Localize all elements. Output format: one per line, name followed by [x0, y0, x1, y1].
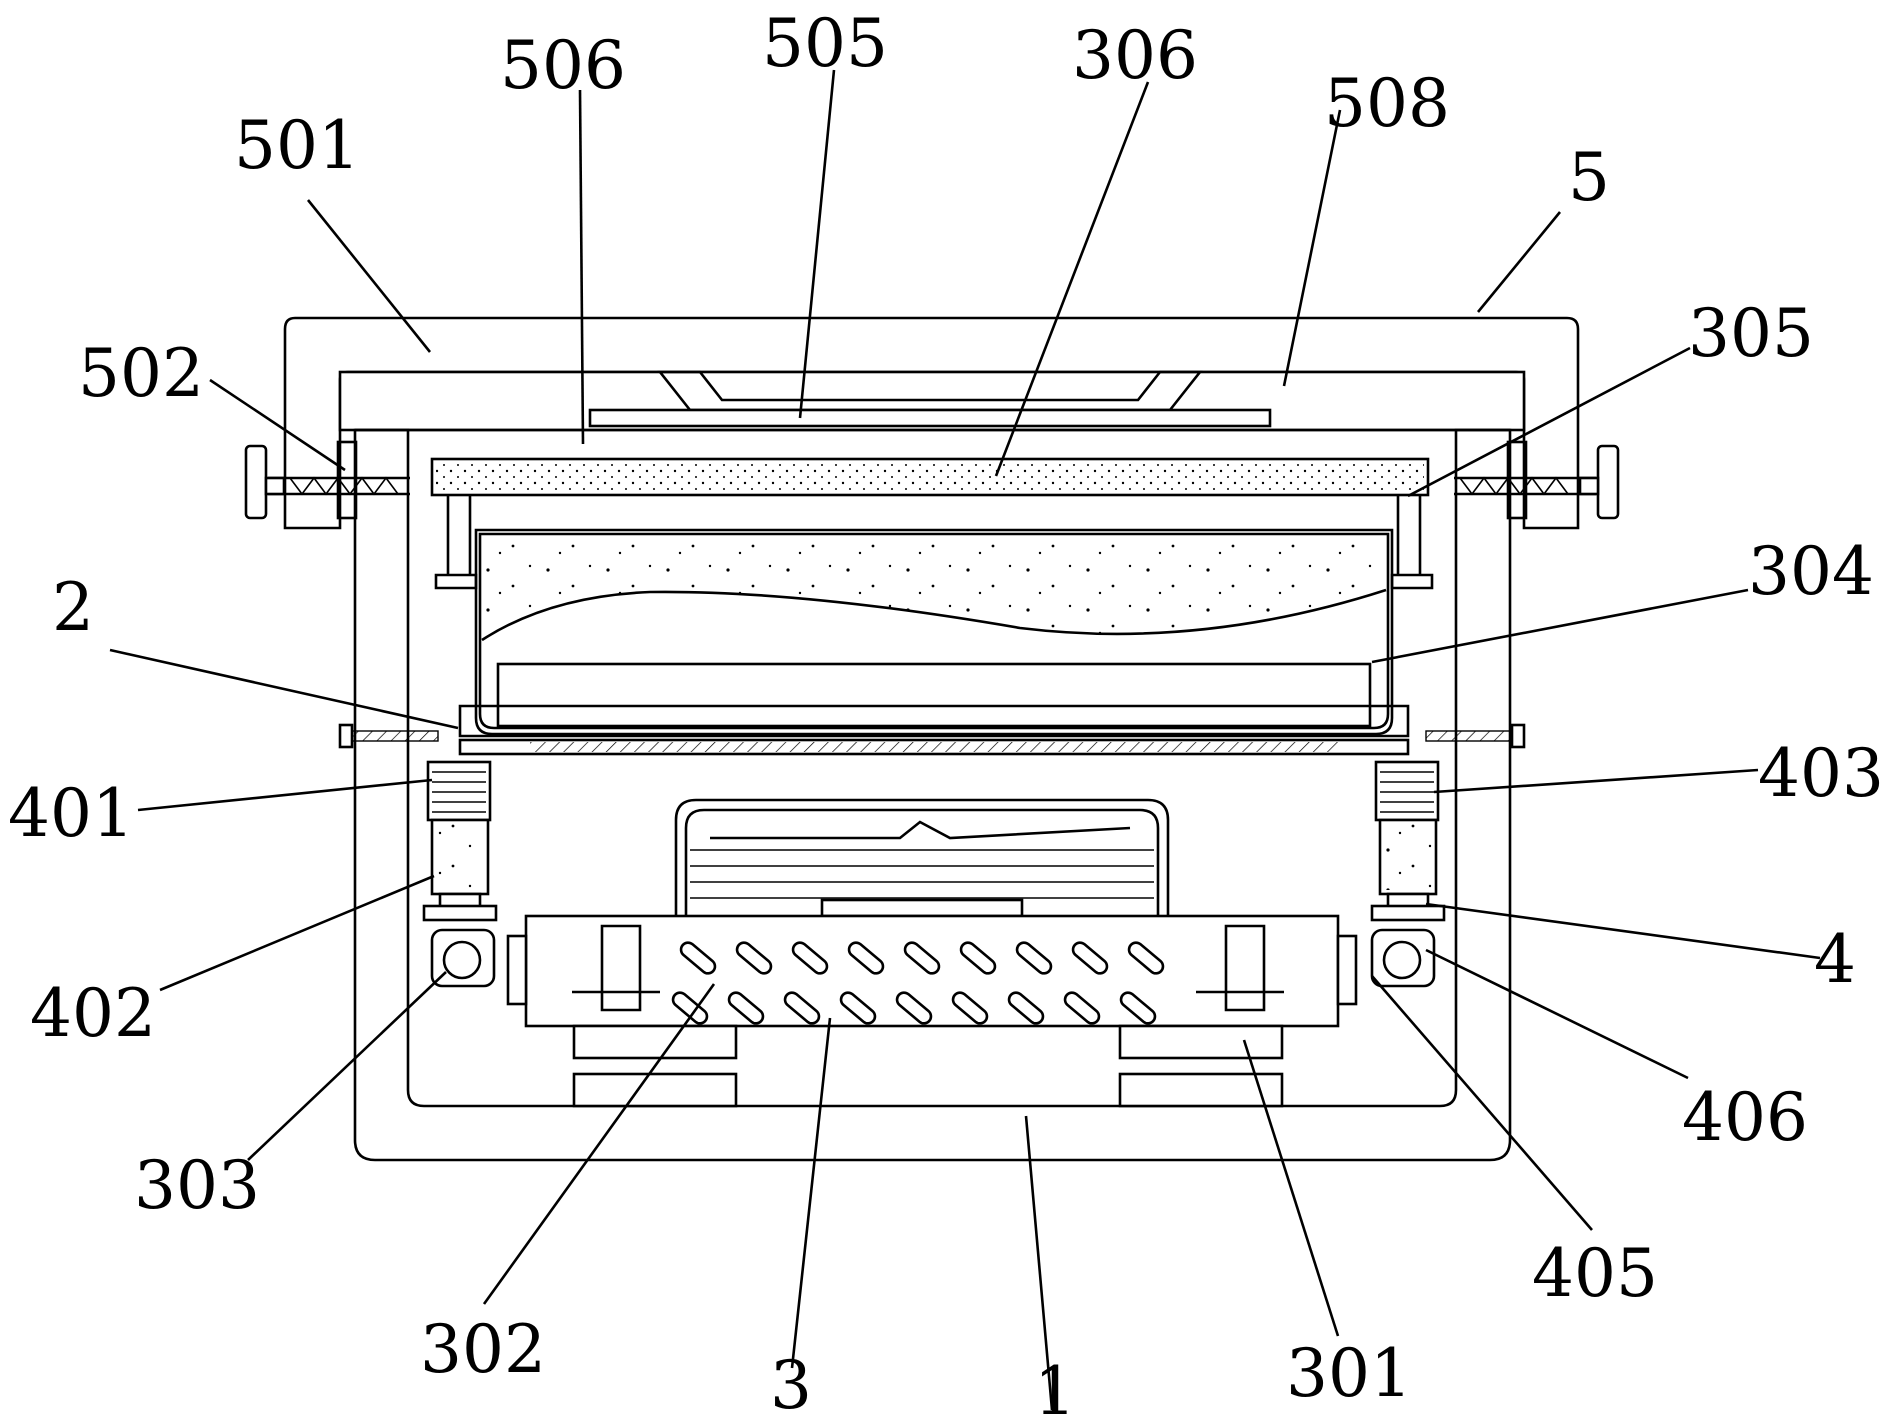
label-5: 5 — [1568, 139, 1610, 216]
label-305: 305 — [1688, 295, 1814, 372]
label-303: 303 — [134, 1147, 260, 1224]
reference-labels: 506 505 306 508 501 5 502 305 304 2 401 … — [8, 5, 1884, 1422]
label-1: 1 — [1034, 1353, 1076, 1422]
label-506: 506 — [500, 27, 626, 104]
label-505: 505 — [762, 5, 888, 82]
label-3: 3 — [770, 1347, 812, 1422]
label-406: 406 — [1682, 1079, 1808, 1156]
label-301: 301 — [1286, 1335, 1412, 1412]
fan-assembly — [508, 800, 1356, 1106]
label-403: 403 — [1758, 735, 1884, 812]
label-405: 405 — [1532, 1235, 1658, 1312]
filter-tray — [340, 459, 1524, 754]
label-302: 302 — [420, 1311, 546, 1388]
label-402: 402 — [30, 975, 156, 1052]
label-304: 304 — [1748, 533, 1874, 610]
label-501: 501 — [234, 107, 360, 184]
label-508: 508 — [1324, 65, 1450, 142]
label-2: 2 — [52, 569, 94, 646]
label-306: 306 — [1072, 17, 1198, 94]
label-401: 401 — [8, 775, 134, 852]
label-4: 4 — [1814, 921, 1856, 998]
label-502: 502 — [78, 335, 204, 412]
lid-assembly — [246, 318, 1618, 528]
